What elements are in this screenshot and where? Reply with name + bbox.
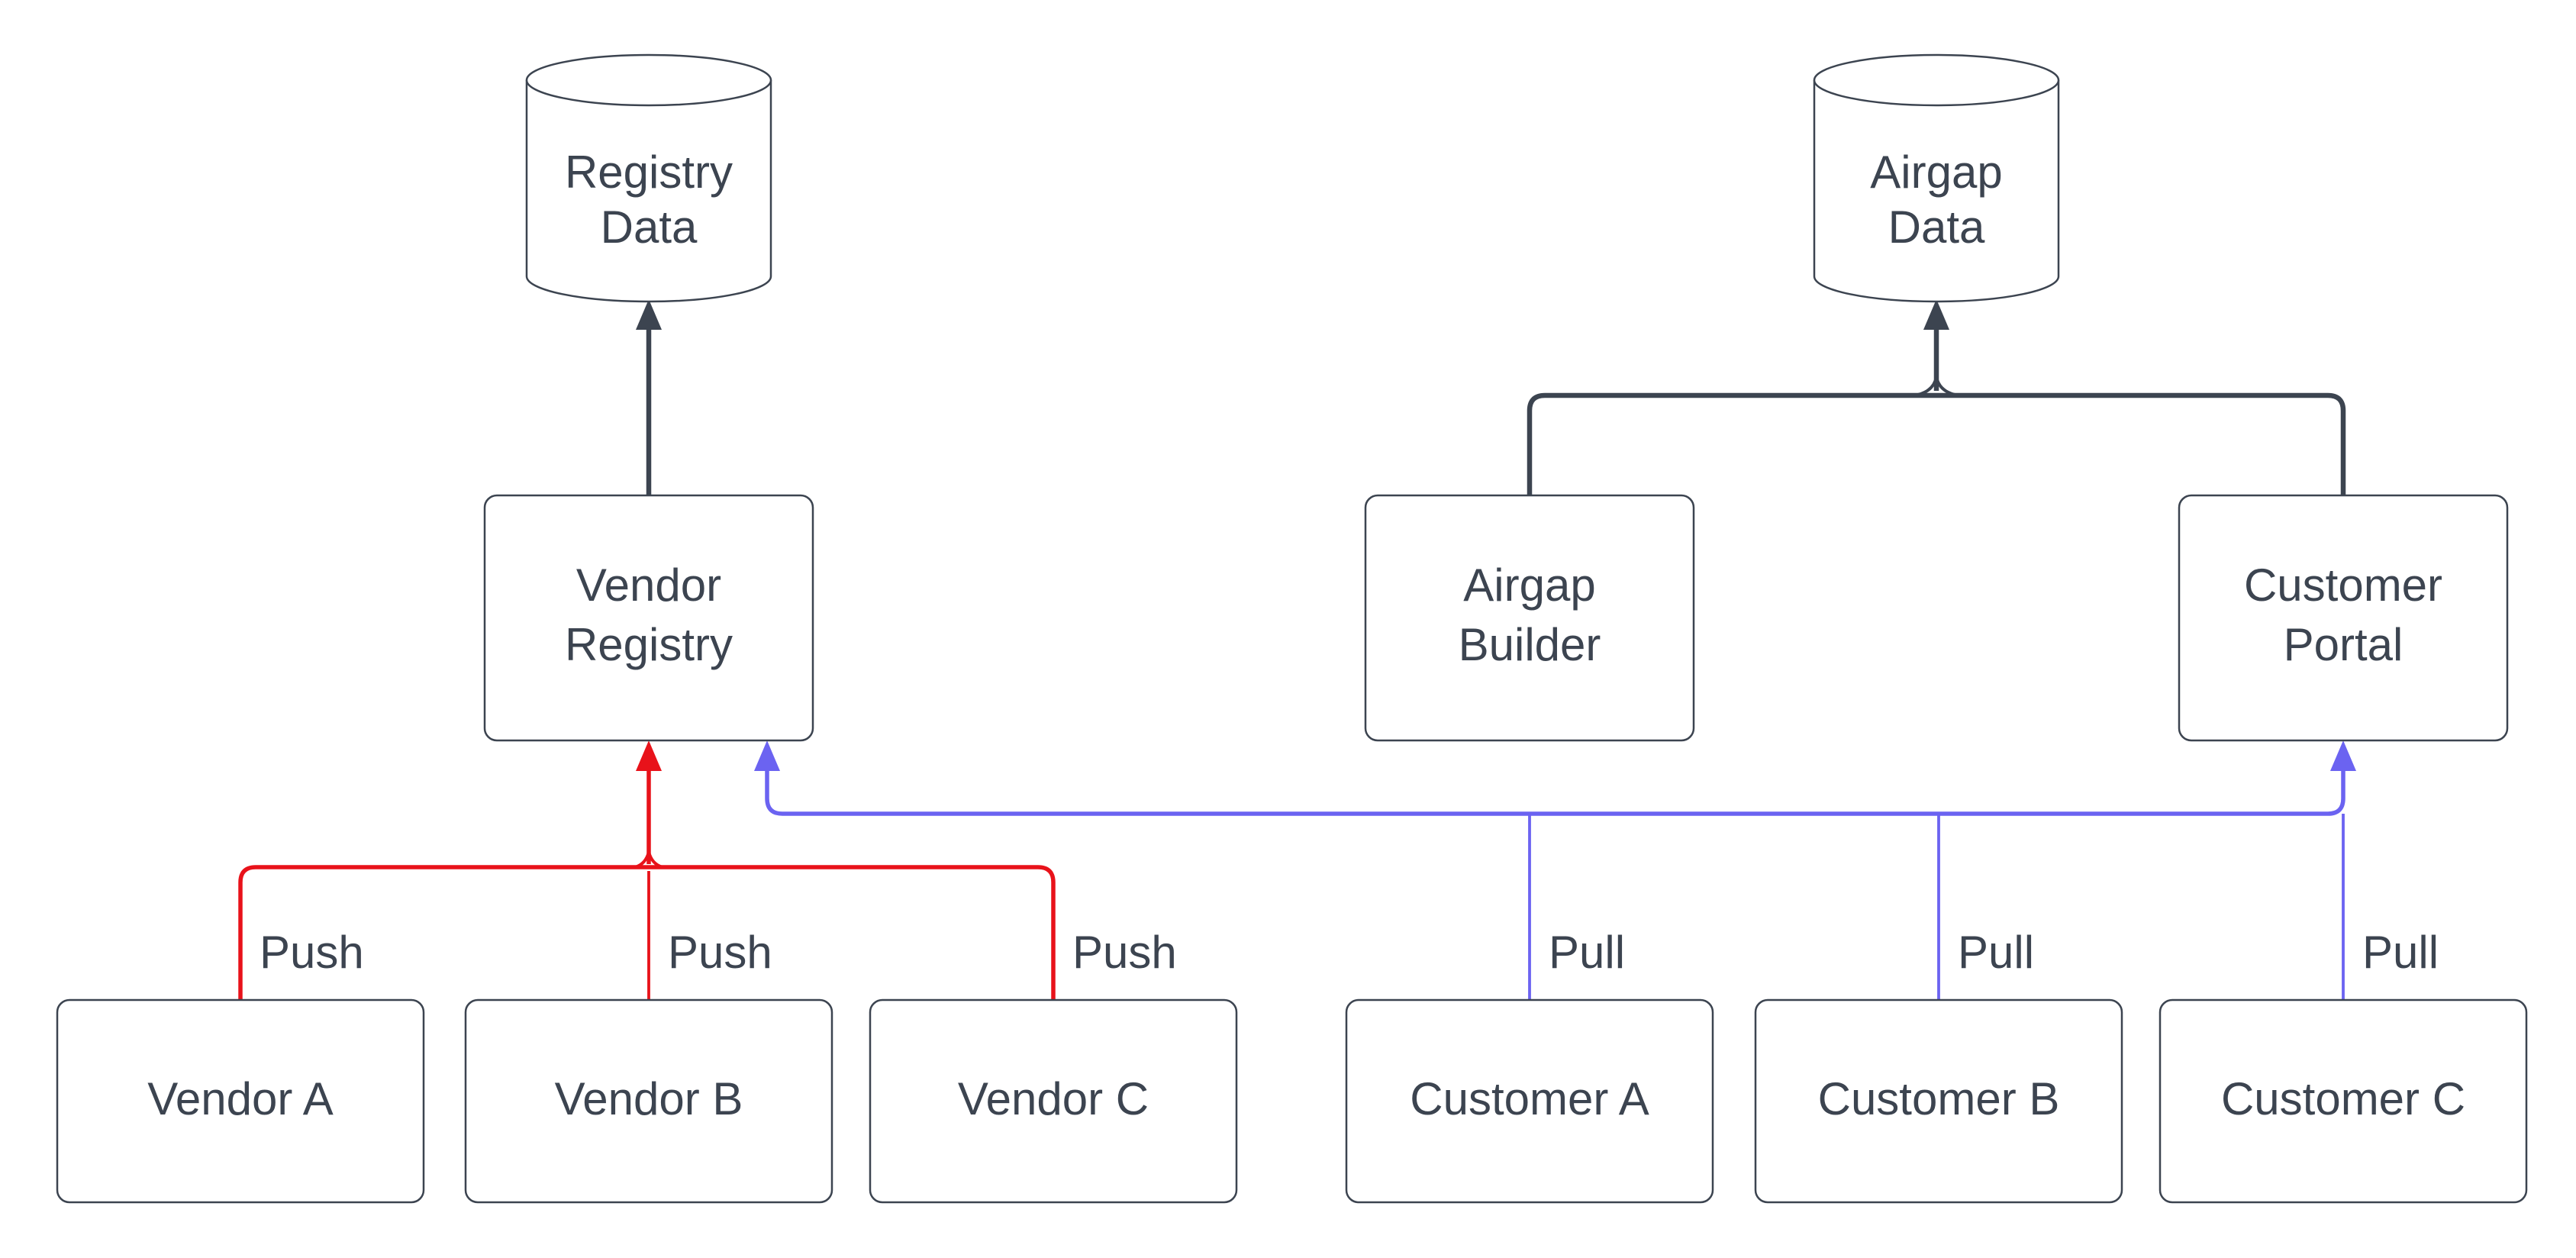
node-label: Vendor B <box>555 1073 743 1124</box>
edge-line <box>1527 392 2346 495</box>
edge-vendors-push-to-vendor-registry <box>238 740 1056 1000</box>
node-box <box>2158 998 2528 1204</box>
node-customer-c: Customer C <box>2158 998 2528 1204</box>
node-label: Customer A <box>1410 1073 1649 1124</box>
arrowhead-up-icon <box>636 299 662 330</box>
edge-builders-to-airgap-data <box>1527 299 2346 495</box>
edge-line <box>765 769 2345 816</box>
node-label: Registry <box>565 619 733 670</box>
node-label: Data <box>601 202 698 253</box>
edge-label-push-a: Push <box>260 927 364 978</box>
edge-fillet <box>1935 376 1955 396</box>
node-box <box>1364 494 1695 742</box>
node-label: Airgap <box>1463 560 1595 611</box>
edge-label-pull-b: Pull <box>1958 927 2034 978</box>
node-label: Airgap <box>1870 147 2002 198</box>
edge-fillet <box>647 851 663 869</box>
node-vendor-c: Vendor C <box>869 998 1238 1204</box>
node-box <box>869 998 1238 1204</box>
node-vendor-b: Vendor B <box>464 998 833 1204</box>
edge-label-push-b: Push <box>668 927 772 978</box>
edge-label-push-c: Push <box>1072 927 1177 978</box>
node-vendor-registry: Vendor Registry <box>483 494 814 742</box>
node-customer-portal: Customer Portal <box>2178 494 2509 742</box>
node-airgap-data: Airgap Data <box>1813 53 2060 303</box>
arrowhead-up-icon <box>2330 740 2356 771</box>
cylinder-top <box>525 53 772 107</box>
arrowhead-up-icon <box>636 740 662 771</box>
edge-line <box>238 865 1056 1000</box>
node-label: Portal <box>2284 619 2404 670</box>
node-box <box>1345 998 1714 1204</box>
node-box <box>464 998 833 1204</box>
cylinder-body <box>525 80 772 303</box>
node-label: Vendor A <box>147 1073 334 1124</box>
cylinder-body <box>1813 80 2060 303</box>
node-registry-data: Registry Data <box>525 53 772 303</box>
node-vendor-a: Vendor A <box>56 998 425 1204</box>
node-airgap-builder: Airgap Builder <box>1364 494 1695 742</box>
node-label: Data <box>1888 202 1985 253</box>
edge-vendor-registry-to-registry-data <box>636 299 662 495</box>
node-label: Customer <box>2244 560 2442 611</box>
node-customer-b: Customer B <box>1754 998 2123 1204</box>
edge-customers-pull <box>754 740 2356 1000</box>
node-box <box>1754 998 2123 1204</box>
edge-fillet <box>634 851 650 869</box>
arrowhead-up-icon <box>1923 299 1949 330</box>
edge-label-pull-a: Pull <box>1549 927 1625 978</box>
node-box <box>56 998 425 1204</box>
cylinder-top <box>1813 53 2060 107</box>
edge-fillet <box>1917 376 1938 396</box>
arrowhead-up-icon <box>754 740 780 771</box>
node-label: Customer C <box>2221 1073 2465 1124</box>
node-customer-a: Customer A <box>1345 998 1714 1204</box>
node-label: Vendor C <box>958 1073 1149 1124</box>
node-label: Customer B <box>1818 1073 2060 1124</box>
node-label: Registry <box>565 147 733 198</box>
node-label: Vendor <box>576 560 721 611</box>
node-box <box>2178 494 2509 742</box>
node-label: Builder <box>1459 619 1601 670</box>
edge-label-pull-c: Pull <box>2362 927 2439 978</box>
node-box <box>483 494 814 742</box>
